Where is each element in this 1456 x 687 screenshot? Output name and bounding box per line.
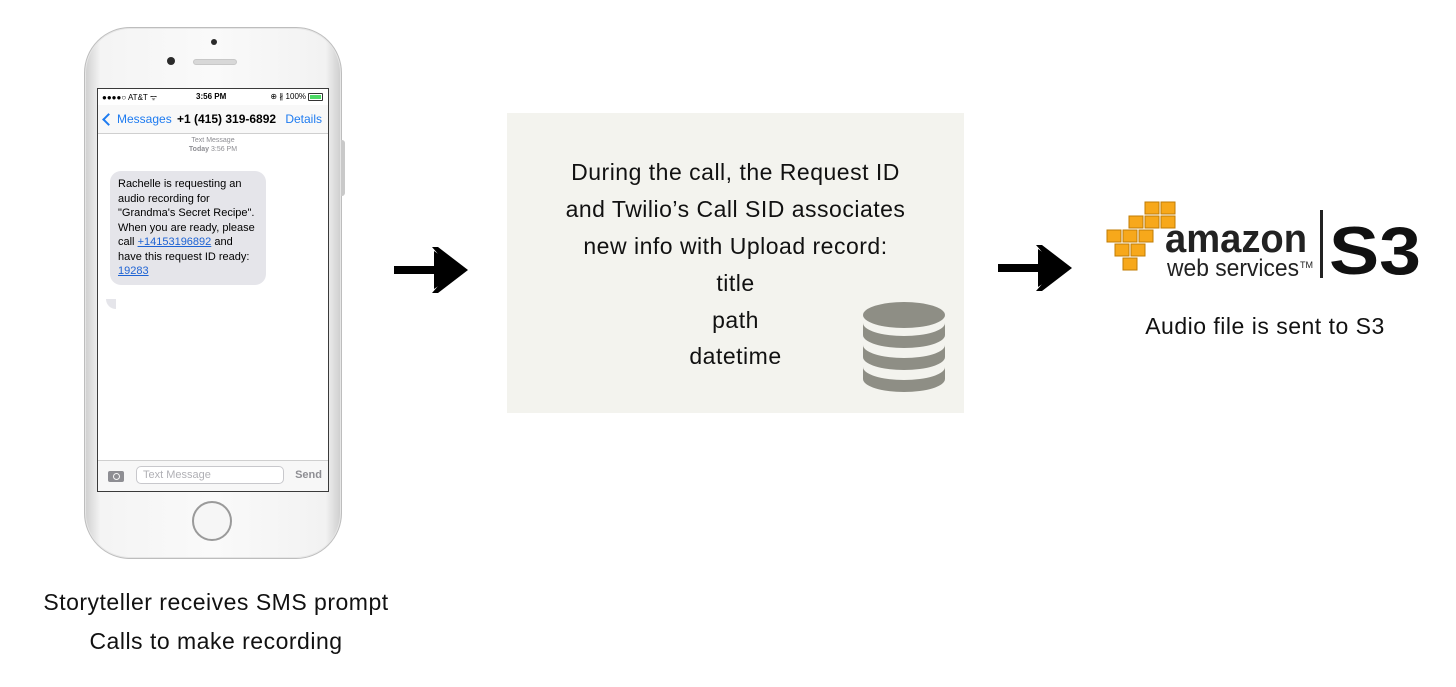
right-caption: Audio file is sent to S3 <box>1145 313 1385 339</box>
message-input[interactable]: Text Message <box>136 466 284 484</box>
iphone-mockup: ●●●●○ AT&T ᯤ 3:56 PM ⊕ ∦ 100% Messages +… <box>84 27 345 559</box>
back-button[interactable]: Messages <box>102 112 172 126</box>
left-caption-line2: Calls to make recording <box>89 628 343 654</box>
message-input-bar: Text Message Send <box>98 460 328 491</box>
message-type-label: Text Message <box>191 137 235 144</box>
status-bar: ●●●●○ AT&T ᯤ 3:56 PM ⊕ ∦ 100% <box>98 89 328 105</box>
sms-bubble: Rachelle is requesting an audio recordin… <box>110 171 266 285</box>
earpiece-speaker <box>193 59 237 65</box>
left-caption-line1: Storyteller receives SMS prompt <box>43 589 389 615</box>
trademark-mark: TM <box>1300 260 1313 270</box>
aws-s3-logo: amazon web services TM S3 <box>1106 201 1421 280</box>
home-button[interactable] <box>192 501 232 541</box>
phone-number-link[interactable]: +14153196892 <box>137 236 212 248</box>
camera-icon[interactable] <box>108 471 124 482</box>
sms-text-part2: and have this request ID ready: <box>118 236 250 263</box>
back-label: Messages <box>117 112 172 126</box>
arrow-right-icon-2 <box>998 245 1072 291</box>
status-time: 3:56 PM <box>196 92 227 101</box>
field-title: title <box>716 270 755 296</box>
field-datetime: datetime <box>689 343 782 369</box>
message-day: Today <box>188 146 210 153</box>
box-line2: and Twilio’s Call SID associates <box>565 196 906 222</box>
upload-record-box: During the call, the Request ID and Twil… <box>507 113 964 413</box>
web-services-wordmark: web services <box>1166 255 1299 280</box>
messages-navbar: Messages +1 (415) 319-6892 Details <box>98 105 328 134</box>
sensor-icon <box>167 57 175 65</box>
phone-side-button <box>341 140 345 196</box>
status-indicators: ⊕ ∦ 100% <box>270 92 306 101</box>
s3-wordmark: S3 <box>1329 213 1421 280</box>
front-camera-icon <box>211 39 217 45</box>
box-line3: new info with Upload record: <box>583 233 888 259</box>
details-button[interactable]: Details <box>285 112 322 126</box>
request-id-link[interactable]: 19283 <box>118 265 149 277</box>
bubble-tail <box>106 299 116 309</box>
contact-number: +1 (415) 319-6892 <box>177 112 277 126</box>
message-timestamp: Text Message Today 3:56 PM <box>98 136 328 154</box>
amazon-wordmark: amazon <box>1165 217 1307 261</box>
arrow-right-icon <box>394 247 468 293</box>
phone-screen: ●●●●○ AT&T ᯤ 3:56 PM ⊕ ∦ 100% Messages +… <box>97 88 329 492</box>
sms-text-part1: Rachelle is requesting an audio recordin… <box>118 178 255 248</box>
carrier-signal: ●●●●○ AT&T ᯤ <box>102 93 158 102</box>
battery-icon <box>308 93 323 101</box>
logo-divider <box>1320 210 1323 278</box>
message-time: 3:56 PM <box>210 146 238 153</box>
send-button[interactable]: Send <box>295 469 322 481</box>
chevron-left-icon <box>102 112 115 126</box>
database-icon <box>863 302 945 392</box>
box-line1: During the call, the Request ID <box>571 159 900 185</box>
field-path: path <box>712 307 759 333</box>
